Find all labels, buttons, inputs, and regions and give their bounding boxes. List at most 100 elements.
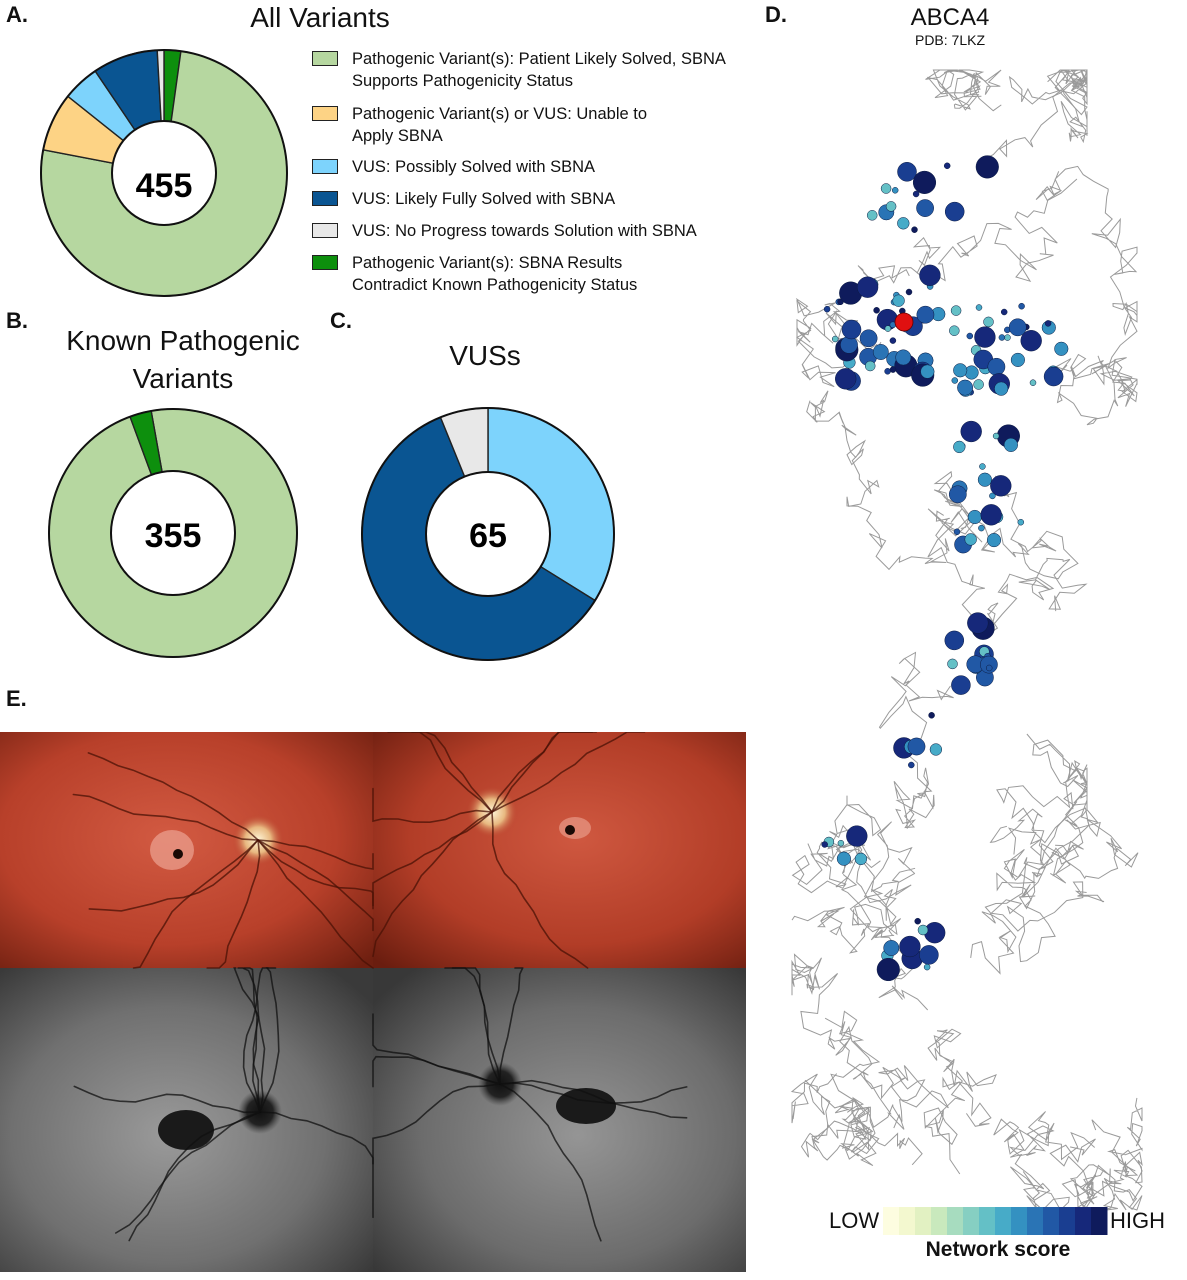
residue-sphere: [998, 334, 1006, 341]
highlighted-residue: [894, 312, 914, 332]
legend-label: VUS: Likely Fully Solved with SBNA: [352, 190, 616, 208]
color-fundus-right: [373, 732, 746, 968]
residue-sphere: [920, 364, 935, 379]
residue-sphere: [964, 533, 977, 546]
legend-item: VUS: No Progress towards Solution with S…: [312, 220, 697, 242]
residue-sphere: [919, 264, 941, 286]
macular-lesion: [150, 830, 194, 870]
colorbar-low-label: LOW: [829, 1208, 880, 1233]
residue-sphere: [953, 528, 961, 536]
residue-sphere: [916, 199, 934, 217]
vessel: [132, 839, 259, 969]
vessel: [491, 732, 593, 813]
residue-sphere: [914, 917, 921, 925]
residue-sphere: [951, 675, 971, 695]
residue-sphere: [1018, 302, 1025, 310]
backbone-segment: [791, 795, 882, 894]
residue-sphere: [919, 945, 939, 965]
legend-swatch: [312, 191, 338, 206]
legend-label: VUS: Possibly Solved with SBNA: [352, 158, 596, 176]
residue-sphere: [990, 475, 1012, 497]
vessel: [242, 967, 277, 1113]
colorbar-step: [1011, 1207, 1028, 1235]
residue-sphere: [908, 761, 915, 769]
residue-sphere: [928, 712, 935, 719]
residue-sphere: [912, 190, 920, 198]
legend-swatch: [312, 255, 338, 270]
residue-sphere: [1003, 437, 1018, 452]
residue-sphere: [912, 170, 937, 194]
retinal-vessels: [72, 732, 688, 1242]
vessel: [491, 811, 589, 969]
residue-sphere: [872, 344, 889, 360]
donut-outline: [48, 408, 298, 658]
donut-2-group: [361, 407, 615, 661]
residue-sphere: [1010, 352, 1025, 367]
backbone-segment: [927, 508, 1088, 637]
residue-sphere: [960, 420, 982, 443]
colorbar-title: Network score: [925, 1238, 1071, 1261]
autofluorescence-right: [373, 968, 746, 1272]
colorbar-step: [947, 1207, 964, 1235]
chart-a-title: All Variants: [250, 2, 390, 33]
residue-sphere: [977, 472, 992, 487]
backbone-segment: [990, 840, 1105, 963]
residue-sphere: [949, 325, 960, 336]
residue-sphere: [1008, 318, 1027, 337]
vessel: [491, 732, 646, 813]
colorbar-step: [915, 1207, 932, 1235]
residue-sphere: [897, 162, 917, 182]
fundus-images: [0, 732, 746, 1272]
colorbar-step: [1027, 1207, 1044, 1235]
residue-sphere: [1054, 341, 1069, 356]
residue-sphere: [889, 366, 897, 373]
panel-b-letter: B.: [6, 308, 28, 333]
backbone-segment: [795, 297, 886, 388]
residue-sphere: [866, 210, 878, 221]
center-count-vus: 65: [469, 517, 507, 555]
backbone-segment: [925, 69, 1002, 112]
residue-sphere: [950, 305, 962, 316]
chart-b-title: Known Pathogenic Variants: [66, 325, 300, 394]
residue-sphere: [943, 162, 951, 170]
residue-sphere: [1004, 334, 1011, 341]
residue-sphere: [835, 368, 857, 390]
vessel: [73, 1085, 261, 1114]
residue-sphere: [873, 307, 880, 314]
legend-swatch: [312, 106, 338, 121]
donut-outline: [361, 407, 615, 661]
vessel: [88, 839, 259, 912]
colorbar-step: [931, 1207, 948, 1235]
protein-title: ABCA4: [910, 4, 990, 31]
residue-sphere: [856, 276, 879, 298]
vessel: [451, 967, 501, 1085]
colorbar-step: [963, 1207, 980, 1235]
residue-sphere: [876, 957, 900, 982]
donut-hole: [425, 471, 551, 597]
residue-sphere: [841, 319, 862, 340]
residue-sphere: [994, 381, 1009, 396]
vessel: [72, 793, 259, 841]
center-count-all: 455: [136, 167, 193, 205]
vessel: [499, 1079, 688, 1119]
panel-d-letter: D.: [765, 2, 787, 27]
residue-sphere: [979, 463, 986, 470]
legend-swatch: [312, 223, 338, 238]
donut-chart-vus: 65: [361, 407, 615, 661]
backbone-segment: [790, 1073, 923, 1167]
residue-sphere: [957, 379, 974, 396]
residue-sphere: [973, 379, 984, 390]
vessel: [372, 1055, 501, 1088]
vessel: [259, 1111, 374, 1219]
residue-sphere: [951, 377, 959, 384]
vessel: [411, 732, 493, 813]
macular-lesion: [565, 825, 575, 835]
legend-label: VUS: No Progress towards Solution with S…: [352, 222, 697, 240]
legend-item: Pathogenic Variant(s): Patient Likely So…: [312, 48, 727, 92]
residue-sphere: [967, 509, 982, 525]
residue-sphere: [889, 337, 897, 344]
residue-sphere: [967, 612, 989, 634]
colorbar-step: [1075, 1207, 1092, 1235]
legend-label: Pathogenic Variant(s): SBNA Results Cont…: [352, 254, 638, 294]
residue-sphere: [854, 852, 868, 866]
